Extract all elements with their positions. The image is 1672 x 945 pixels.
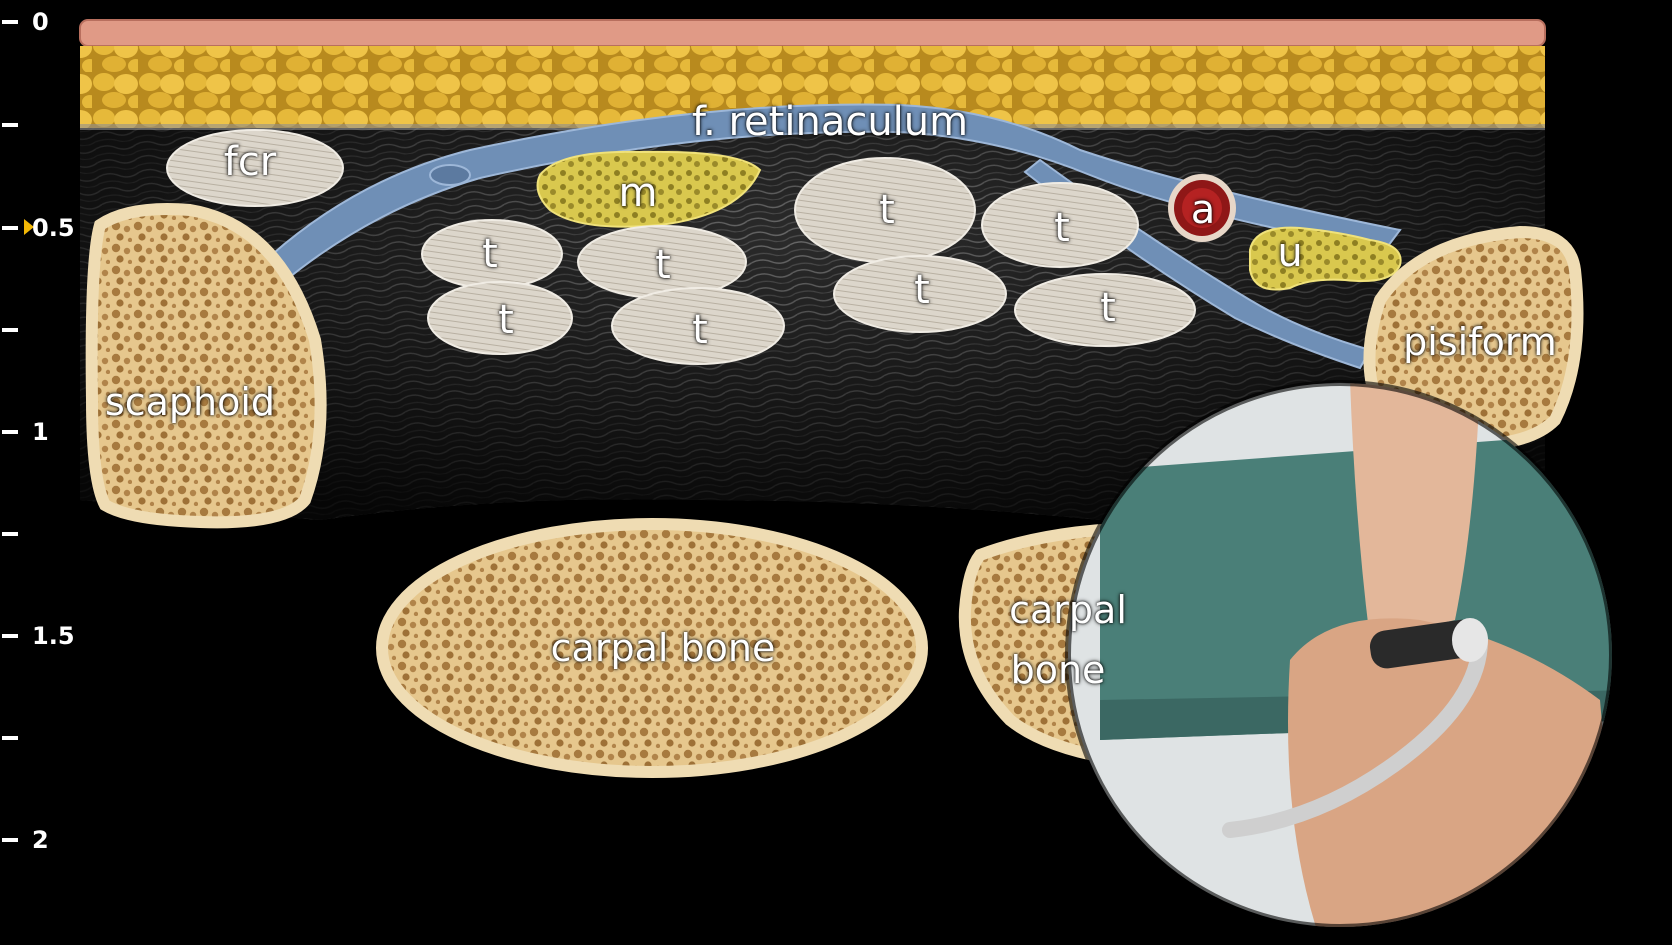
scaphoid-bone xyxy=(85,203,327,529)
label-carpal-bone-2-line2: bone xyxy=(1010,648,1106,692)
median-nerve-shape xyxy=(536,150,762,228)
tendon-shape xyxy=(1014,273,1196,347)
scale-tick-minor xyxy=(2,736,18,740)
scale-label-1: 1 xyxy=(32,418,49,446)
label-carpal-bone-1: carpal bone xyxy=(550,626,776,670)
skin-layer xyxy=(79,19,1546,47)
probe-inset-photo xyxy=(1068,383,1612,927)
ulnar-nerve-shape xyxy=(1249,226,1402,291)
focus-marker-icon xyxy=(24,219,34,235)
label-median-nerve: m xyxy=(618,170,658,216)
tendon-shape xyxy=(427,281,573,355)
scale-tick-major xyxy=(2,226,18,230)
scale-label-0.5: 0.5 xyxy=(32,214,75,242)
scale-tick-minor xyxy=(2,123,18,127)
scale-label-1.5: 1.5 xyxy=(32,622,75,650)
tendon-shape xyxy=(981,182,1139,268)
label-tendon: t xyxy=(692,307,708,353)
flexor-tendons xyxy=(421,157,1196,365)
scale-tick-major xyxy=(2,634,18,638)
scale-tick-major xyxy=(2,430,18,434)
scale-label-0: 0 xyxy=(32,8,49,36)
probe-cable xyxy=(1222,632,1488,838)
label-tendon: t xyxy=(914,267,930,313)
label-tendon: t xyxy=(1054,205,1070,251)
scale-tick-minor xyxy=(2,328,18,332)
carpal-bone-1 xyxy=(376,518,928,778)
label-tendon: t xyxy=(498,297,514,343)
tendon-shape xyxy=(833,255,1007,333)
scale-tick-major xyxy=(2,20,18,24)
label-ulnar-nerve: u xyxy=(1277,230,1303,276)
label-scaphoid: scaphoid xyxy=(104,380,276,424)
forearm-shape xyxy=(1350,383,1480,640)
label-tendon: t xyxy=(482,231,498,277)
scale-tick-minor xyxy=(2,532,18,536)
scale-tick-major xyxy=(2,838,18,842)
label-fcr: fcr xyxy=(223,139,277,185)
label-tendon: t xyxy=(655,242,671,288)
label-artery: a xyxy=(1190,187,1216,233)
label-tendon: t xyxy=(1100,285,1116,331)
label-tendon: t xyxy=(879,187,895,233)
label-retinaculum: f. retinaculum xyxy=(691,99,969,145)
fcr-tendon xyxy=(166,129,344,207)
label-pisiform: pisiform xyxy=(1403,320,1557,364)
probe-handle xyxy=(1369,619,1481,669)
label-carpal-bone-2-line1: carpal xyxy=(1009,588,1127,632)
tendon-shape xyxy=(611,287,785,365)
scale-label-2: 2 xyxy=(32,826,49,854)
